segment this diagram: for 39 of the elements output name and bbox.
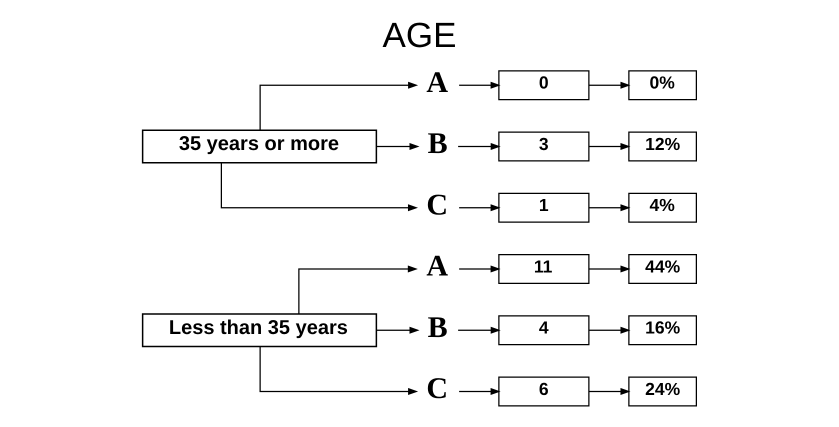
node-box: 0% xyxy=(628,70,697,100)
arrow xyxy=(376,326,420,334)
arrow xyxy=(589,388,630,394)
node-box: 11 xyxy=(498,254,590,284)
node-text: C xyxy=(426,372,448,404)
node-box: 1 xyxy=(498,192,590,222)
node-box: 0 xyxy=(498,70,590,100)
arrow xyxy=(589,326,630,334)
arrow xyxy=(260,81,418,130)
arrow xyxy=(260,346,418,394)
node-text: B xyxy=(428,310,448,344)
node-box: 16% xyxy=(628,314,697,345)
arrow xyxy=(589,81,630,88)
arrow xyxy=(376,142,420,150)
node-text: A xyxy=(426,65,448,98)
arrow xyxy=(589,265,630,272)
node-box: 4% xyxy=(628,192,697,222)
arrow xyxy=(458,326,501,334)
node-box: Less than 35 years xyxy=(142,312,378,347)
arrow xyxy=(298,265,418,314)
arrow xyxy=(220,162,418,211)
arrow xyxy=(589,142,630,150)
arrow xyxy=(459,81,501,88)
node-box: 3 xyxy=(498,131,590,161)
diagram-title: AGE xyxy=(382,16,456,54)
node-box: 12% xyxy=(628,131,697,161)
arrow xyxy=(458,142,501,150)
arrow xyxy=(589,204,630,211)
node-box: 4 xyxy=(498,314,590,345)
arrow xyxy=(459,388,501,394)
node-box: 24% xyxy=(628,376,697,406)
arrow xyxy=(459,204,501,211)
node-box: 44% xyxy=(628,254,697,284)
arrow xyxy=(459,265,501,272)
node-text: C xyxy=(426,188,448,221)
node-box: 35 years or more xyxy=(142,129,378,163)
node-text: A xyxy=(426,249,448,282)
node-text: B xyxy=(428,126,448,160)
node-box: 6 xyxy=(498,376,590,406)
